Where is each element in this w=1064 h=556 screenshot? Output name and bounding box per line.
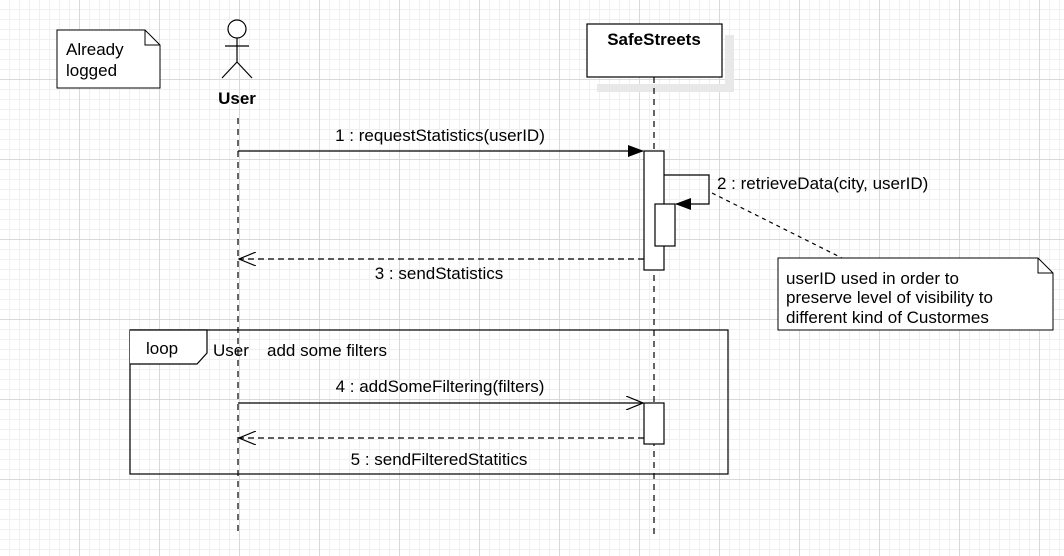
note-user-id-line2: preserve level of visibility to	[786, 288, 993, 307]
actor-user-label: User	[218, 89, 256, 108]
loop-guard-text: add some filters	[267, 341, 387, 360]
message-3-label: 3 : sendStatistics	[375, 264, 504, 283]
message-3: 3 : sendStatistics	[239, 259, 644, 283]
loop-guard-user: User	[213, 341, 249, 360]
note-user-id: userID used in order to preserve level o…	[711, 192, 1054, 331]
message-1: 1 : requestStatistics(userID)	[238, 126, 644, 157]
participant-safestreets: SafeStreets	[586, 23, 734, 92]
note-already-logged: Already logged	[56, 29, 161, 89]
message-5: 5 : sendFilteredStatitics	[239, 438, 644, 469]
note-user-id-line3: different kind of Custormes	[786, 308, 989, 327]
note-already-logged-line2: logged	[66, 61, 117, 80]
message-5-label: 5 : sendFilteredStatitics	[351, 450, 528, 469]
loop-label: loop	[146, 339, 178, 358]
participant-safestreets-label: SafeStreets	[607, 30, 701, 49]
message-4: 4 : addSomeFiltering(filters)	[238, 377, 643, 403]
note-already-logged-line1: Already	[66, 40, 124, 59]
message-4-label: 4 : addSomeFiltering(filters)	[336, 377, 545, 396]
loop-fragment: loop User add some filters	[129, 329, 729, 475]
activation-safestreets-self	[654, 203, 676, 247]
message-2-label: 2 : retrieveData(city, userID)	[717, 174, 928, 193]
note-user-id-line1: userID used in order to	[786, 269, 959, 288]
actor-user: User	[218, 19, 256, 108]
message-1-label: 1 : requestStatistics(userID)	[335, 126, 545, 145]
activation-safestreets-2	[643, 402, 665, 445]
message-2: 2 : retrieveData(city, userID)	[664, 174, 928, 210]
